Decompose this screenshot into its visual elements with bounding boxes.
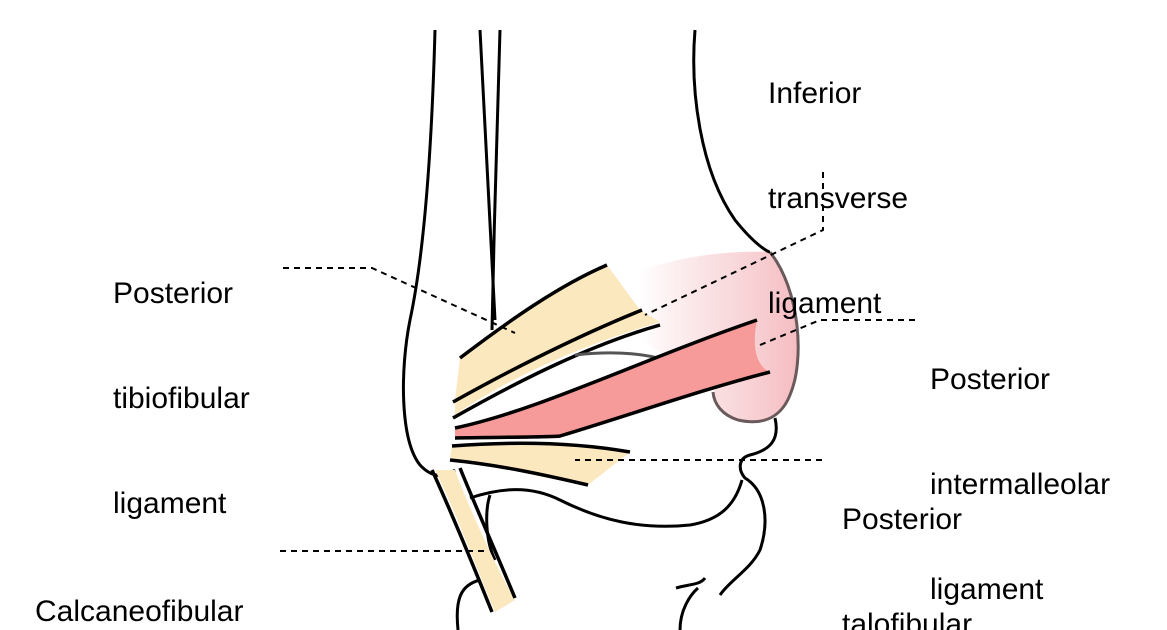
- label-inferior-transverse-ligament: Inferior transverse ligament: [768, 77, 909, 320]
- talus-lower: [469, 479, 744, 528]
- calcaneofibular-ligament: [435, 470, 515, 612]
- leader-posterior-tibiofibular: [283, 267, 516, 334]
- posterior-intermalleolar-ligament: [455, 320, 770, 438]
- posterior-talofibular-ligament: [450, 443, 630, 485]
- leader-inferior-transverse: [644, 172, 824, 316]
- calcaneus-outline: [485, 494, 497, 561]
- calcaneus-left: [455, 578, 481, 630]
- medial-malleolus-outline: [711, 251, 800, 424]
- leader-lines: [280, 172, 915, 552]
- calcaneus-right: [675, 577, 707, 630]
- tibia-outline: [692, 29, 771, 254]
- label-posterior-tibiofibular-ligament: Posterior tibiofibular ligament: [113, 277, 250, 520]
- label-posterior-talofibular-ligament: Posterior talofibular ligament: [842, 503, 973, 630]
- label-calcaneofibular-ligament: Calcaneofibular ligament: [35, 595, 244, 628]
- fibula-inner-line-2: [490, 29, 502, 331]
- fibula-outline: [401, 29, 456, 477]
- talus-outline: [718, 417, 778, 596]
- label-posterior-intermalleolar-ligament: Posterior intermalleolar ligament: [930, 363, 1111, 606]
- posterior-tibiofibular-ligament: [455, 265, 660, 415]
